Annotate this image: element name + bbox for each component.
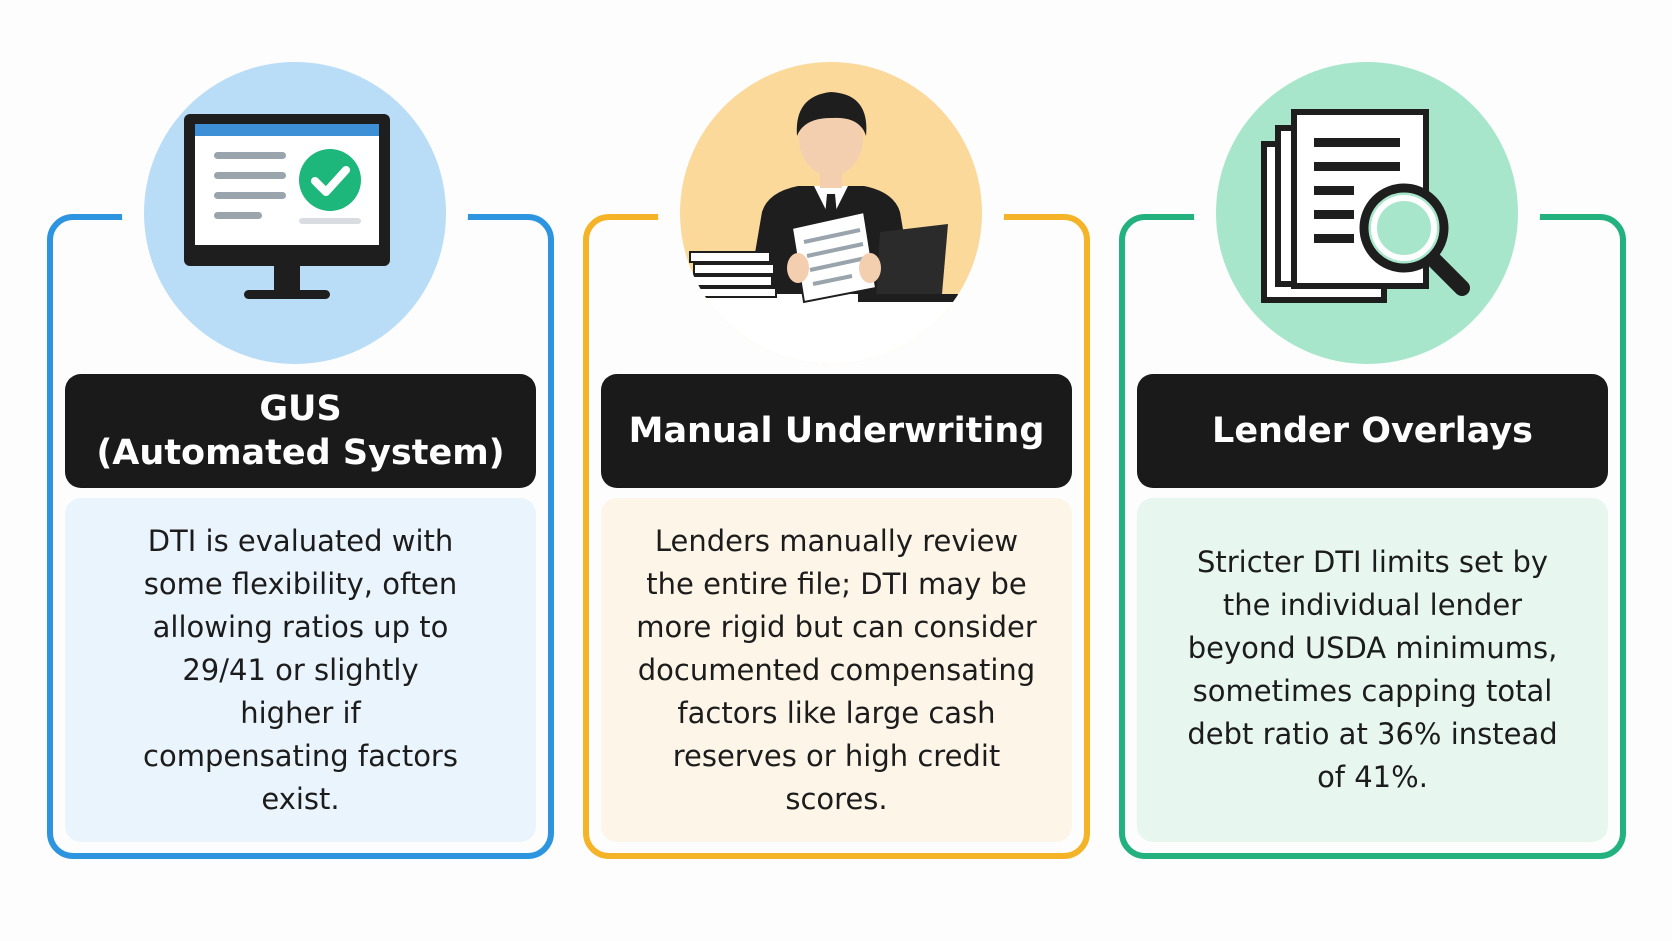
gus-icon-circle — [144, 62, 446, 364]
overlays-title-line1: Lender Overlays — [1212, 411, 1533, 451]
gus-title-line1: GUS — [259, 389, 342, 429]
gus-title-line2: (Automated System) — [96, 433, 505, 473]
manual-title-line1: Manual Underwriting — [628, 411, 1045, 451]
card-manual-underwriting: Manual Underwriting Lenders manually rev… — [583, 62, 1090, 859]
manual-description-box: Lenders manually review the entire file;… — [601, 498, 1072, 842]
overlays-description-box: Stricter DTI limits set by the individua… — [1137, 498, 1608, 842]
document-magnifier-icon — [1261, 109, 1470, 303]
gus-title: GUS (Automated System) — [65, 374, 536, 488]
manual-description: Lenders manually review the entire file;… — [636, 523, 1037, 816]
card-lender-overlays: Lender Overlays Stricter DTI limits set … — [1119, 62, 1626, 859]
underwriter-person-icon — [680, 92, 982, 364]
card-gus: GUS (Automated System) DTI is evaluated … — [47, 62, 554, 859]
manual-icon-circle — [680, 62, 982, 364]
gus-description: DTI is evaluated with some flexibility, … — [143, 523, 458, 816]
computer-checkmark-icon — [184, 114, 390, 299]
manual-title: Manual Underwriting — [601, 374, 1072, 488]
overlays-description: Stricter DTI limits set by the individua… — [1187, 545, 1558, 794]
overlays-icon-circle — [1216, 62, 1518, 364]
gus-description-box: DTI is evaluated with some flexibility, … — [65, 498, 536, 842]
overlays-title: Lender Overlays — [1137, 374, 1608, 488]
